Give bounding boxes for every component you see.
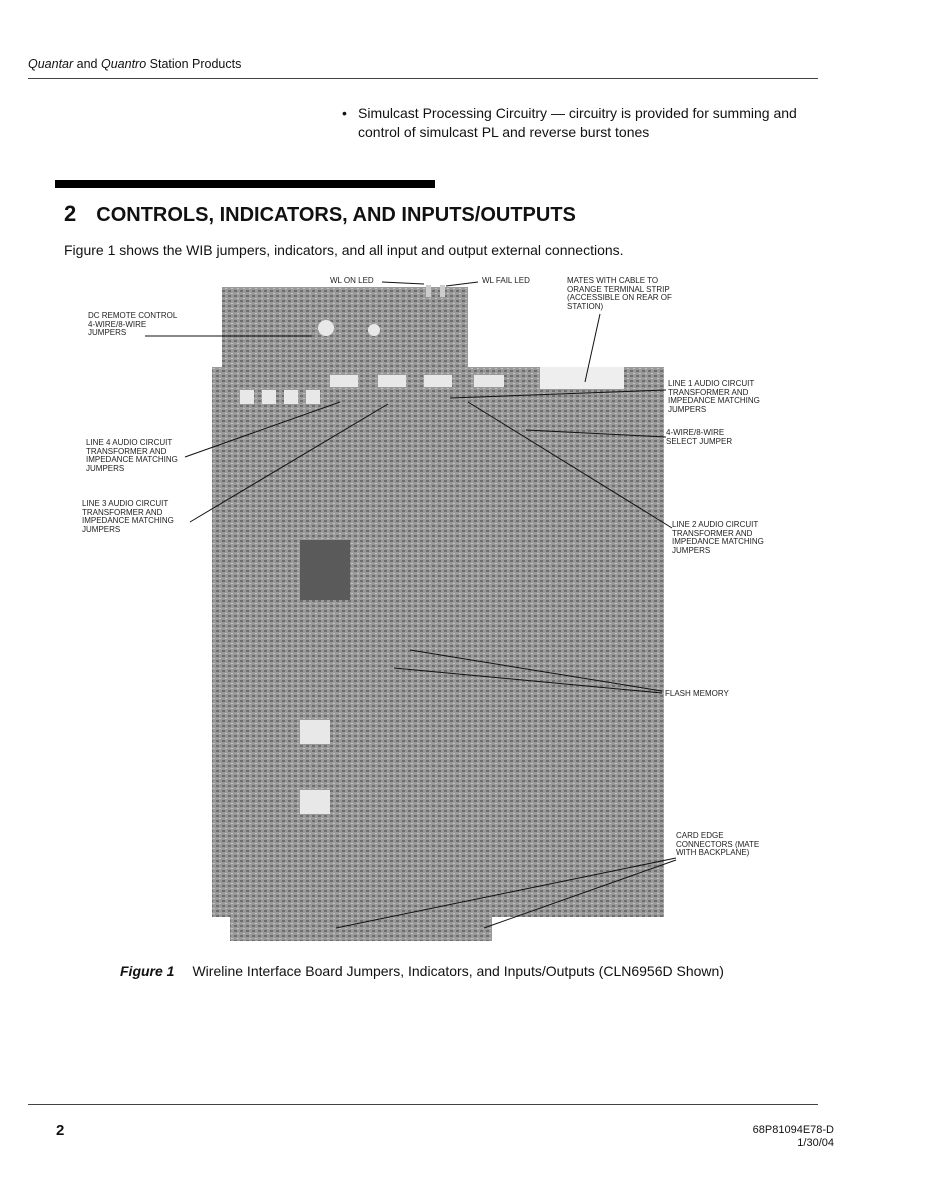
caption-label: Figure 1: [120, 963, 175, 979]
intro-paragraph: Figure 1 shows the WIB jumpers, indicato…: [64, 242, 624, 258]
figure-caption: Figure 1 Wireline Interface Board Jumpers…: [120, 963, 724, 979]
label-dc-remote: DC REMOTE CONTROL 4-WIRE/8-WIRE JUMPERS: [88, 311, 178, 337]
brand-quantar: Quantar: [28, 57, 74, 71]
page-number: 2: [56, 1122, 65, 1139]
label-line4: LINE 4 AUDIO CIRCUIT TRANSFORMER AND IMP…: [86, 438, 178, 473]
label-line2: LINE 2 AUDIO CIRCUIT TRANSFORMER AND IMP…: [672, 520, 764, 555]
bullet-item: • Simulcast Processing Circuitry — circui…: [342, 104, 812, 142]
label-line1: LINE 1 AUDIO CIRCUIT TRANSFORMER AND IMP…: [668, 379, 760, 414]
caption-text: Wireline Interface Board Jumpers, Indica…: [192, 963, 724, 979]
section-heading: 2 CONTROLS, INDICATORS, AND INPUTS/OUTPUT…: [64, 201, 576, 227]
brand-quantro: Quantro: [100, 57, 147, 71]
label-wire-select: 4-WIRE/8-WIRE SELECT JUMPER: [666, 428, 733, 446]
label-card-edge: CARD EDGE CONNECTORS (MATE WITH BACKPLAN…: [676, 831, 760, 857]
callout-lines: [145, 281, 677, 929]
header-rest: Station Products: [146, 57, 242, 71]
section-title: CONTROLS, INDICATORS, AND INPUTS/OUTPUTS: [96, 204, 576, 226]
label-mates-cable: MATES WITH CABLE TO ORANGE TERMINAL STRI…: [567, 276, 672, 311]
section-bar: [55, 180, 435, 188]
label-flash-memory: FLASH MEMORY: [665, 689, 729, 698]
doc-number: 68P81094E78-D: [752, 1124, 834, 1136]
circuit-board-image: [212, 285, 664, 941]
label-line3: LINE 3 AUDIO CIRCUIT TRANSFORMER AND IMP…: [82, 499, 174, 534]
section-number: 2: [64, 201, 77, 226]
header-and: and: [73, 57, 101, 71]
board-figure: [145, 281, 677, 941]
footer-rule: [28, 1104, 818, 1105]
running-header: Quantar and Quantro Station Products: [28, 57, 241, 71]
bullet-dot: •: [342, 105, 347, 121]
label-wl-fail-led: WL FAIL LED: [482, 276, 530, 285]
bullet-text: Simulcast Processing Circuitry — circuit…: [358, 105, 797, 140]
doc-date: 1/30/04: [797, 1137, 834, 1149]
label-wl-on-led: WL ON LED: [330, 276, 374, 285]
header-rule: [28, 78, 818, 79]
